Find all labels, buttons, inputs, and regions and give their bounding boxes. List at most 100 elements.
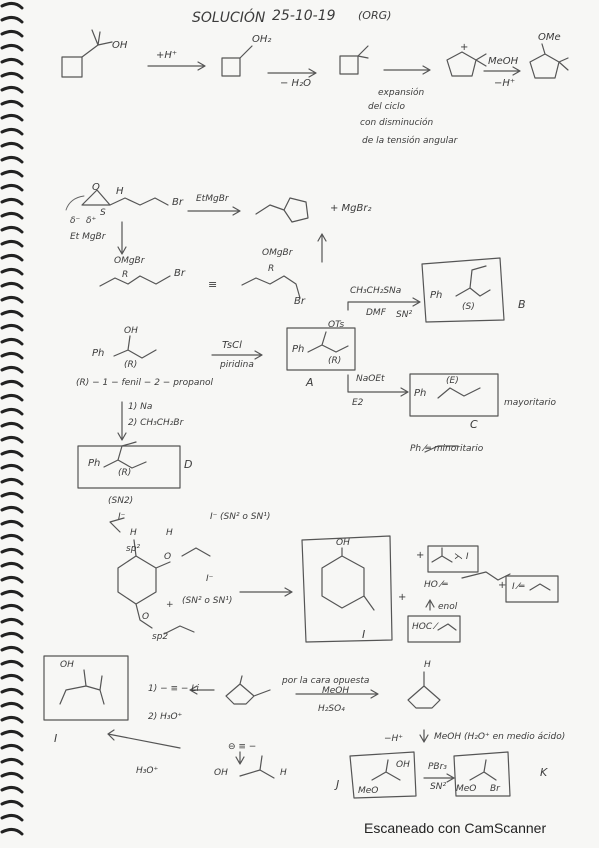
s3-piridina: piridina [220,360,254,370]
spiral-coil [0,463,24,472]
spiral-coil [0,85,24,94]
spiral-coil [0,211,24,220]
s3-ph: Ph [92,348,105,359]
s5-h3o: H₃O⁺ [136,766,159,776]
spiral-coil [0,435,24,444]
spiral-coil [0,421,24,430]
s4-prod-iso: ⋋ I [454,552,469,562]
spiral-coil [0,267,24,276]
spiral-coil [0,127,24,136]
s2-equiv: ≡ [208,278,218,291]
spiral-coil [0,743,24,752]
s1-meoh: MeOH [488,56,519,67]
s2-s: S [100,208,106,218]
s5-oh-j: OH [396,760,410,770]
spiral-coil [0,351,24,360]
s5-meoh-note: MeOH (H₂O⁺ en medio ácido) [434,732,566,742]
s3-name: (R) − 1 − fenil − 2 − propanol [76,378,214,388]
s1-note-3: de la tensión angular [362,136,458,146]
s3-label-d: D [184,458,193,471]
s3-dmf: DMF [366,308,386,318]
spiral-coil [0,491,24,500]
s3-oh: OH [124,326,138,336]
s5-oh: OH [60,660,74,670]
s2-br: Br [172,197,183,208]
spiral-coil [0,15,24,24]
s5-label-i: I [54,732,58,745]
s1-oh: OH [112,40,128,51]
s1-note-0: expansión [378,88,425,98]
s2-br-left: Br [174,268,185,279]
s2-br-right: Br [294,296,305,307]
spiral-coil [0,29,24,38]
s1-ome: OMe [538,32,561,43]
s2-delta-plus: δ⁺ [86,216,97,226]
s3-step1: 1) Na [128,402,153,412]
s4-sp2: sp² [126,544,141,554]
spiral-coil [0,225,24,234]
s4-sp2b: sp2 [152,632,169,642]
spiral-coil [0,715,24,724]
s4-plus-3: + [498,580,507,591]
spiral-coil [0,183,24,192]
s1-minus-h2o: − H₂O [280,78,311,89]
spiral-coil [0,281,24,290]
spiral-coil [0,57,24,66]
s2-omgbr-left: OMgBr [114,256,145,266]
spiral-coil [0,309,24,318]
s2-o: O [92,182,100,193]
s4-i-minus3: I⁻ [206,574,214,584]
spiral-coil [0,337,24,346]
s5-attack: por la cara opuesta [282,676,370,686]
spiral-coil [0,519,24,528]
s1-note-2: con disminución [360,118,434,128]
spiral-coil [0,827,24,836]
s5-meo-j: MeO [358,786,379,796]
s3-reagent-b: CH₃CH₂SNa [350,286,402,296]
spiral-coil [0,589,24,598]
s3-ph-d: Ph [88,458,101,469]
spiral-coil [0,99,24,108]
s2-h: H [116,186,124,197]
s3-mayoritario: mayoritario [504,398,557,408]
s3-ph-a: Ph [292,344,305,355]
spiral-coil [0,239,24,248]
s3-minoritario: Ph ⁄═ minoritario [410,444,484,454]
s4-mech1: (SN² o SN¹) [220,512,271,522]
spiral-coil [0,813,24,822]
s3-label-a: A [306,376,314,389]
spiral-coil [0,1,24,10]
s5-meoh: MeOH [322,686,350,696]
s5-label-j: J [336,778,340,791]
s3-s-label: (S) [462,302,475,312]
s3-naoet: NaOEt [356,374,385,384]
s4-prod-enol: HO ⁄═ [424,580,448,590]
spiral-coil [0,141,24,150]
header-title: SOLUCIÓN [192,10,266,26]
spiral-coil [0,799,24,808]
camscanner-footer: Escaneado con CamScanner [364,820,547,836]
s3-r-a: (R) [328,356,342,366]
spiral-coil [0,505,24,514]
s2-r-right: R [268,264,275,274]
s5-h-top: H [424,660,431,670]
spiral-coil [0,673,24,682]
s4-mech2: (SN² o SN¹) [182,596,233,606]
s3-ph-b: Ph [430,290,443,301]
spiral-coil [0,561,24,570]
spiral-coil [0,253,24,262]
s3-ph-c: Ph [414,388,427,399]
s5-pbr3: PBr₃ [428,762,447,772]
spiral-coil [0,687,24,696]
spiral-coil [0,729,24,738]
s4-oh: OH [336,538,350,548]
spiral-coil [0,113,24,122]
s5-br: Br [490,784,500,794]
s2-mgbr2: + MgBr₂ [330,203,372,214]
s3-r: (R) [124,360,138,370]
spiral-coil [0,547,24,556]
spiral-coil [0,757,24,766]
s3-label-c: C [470,418,478,431]
